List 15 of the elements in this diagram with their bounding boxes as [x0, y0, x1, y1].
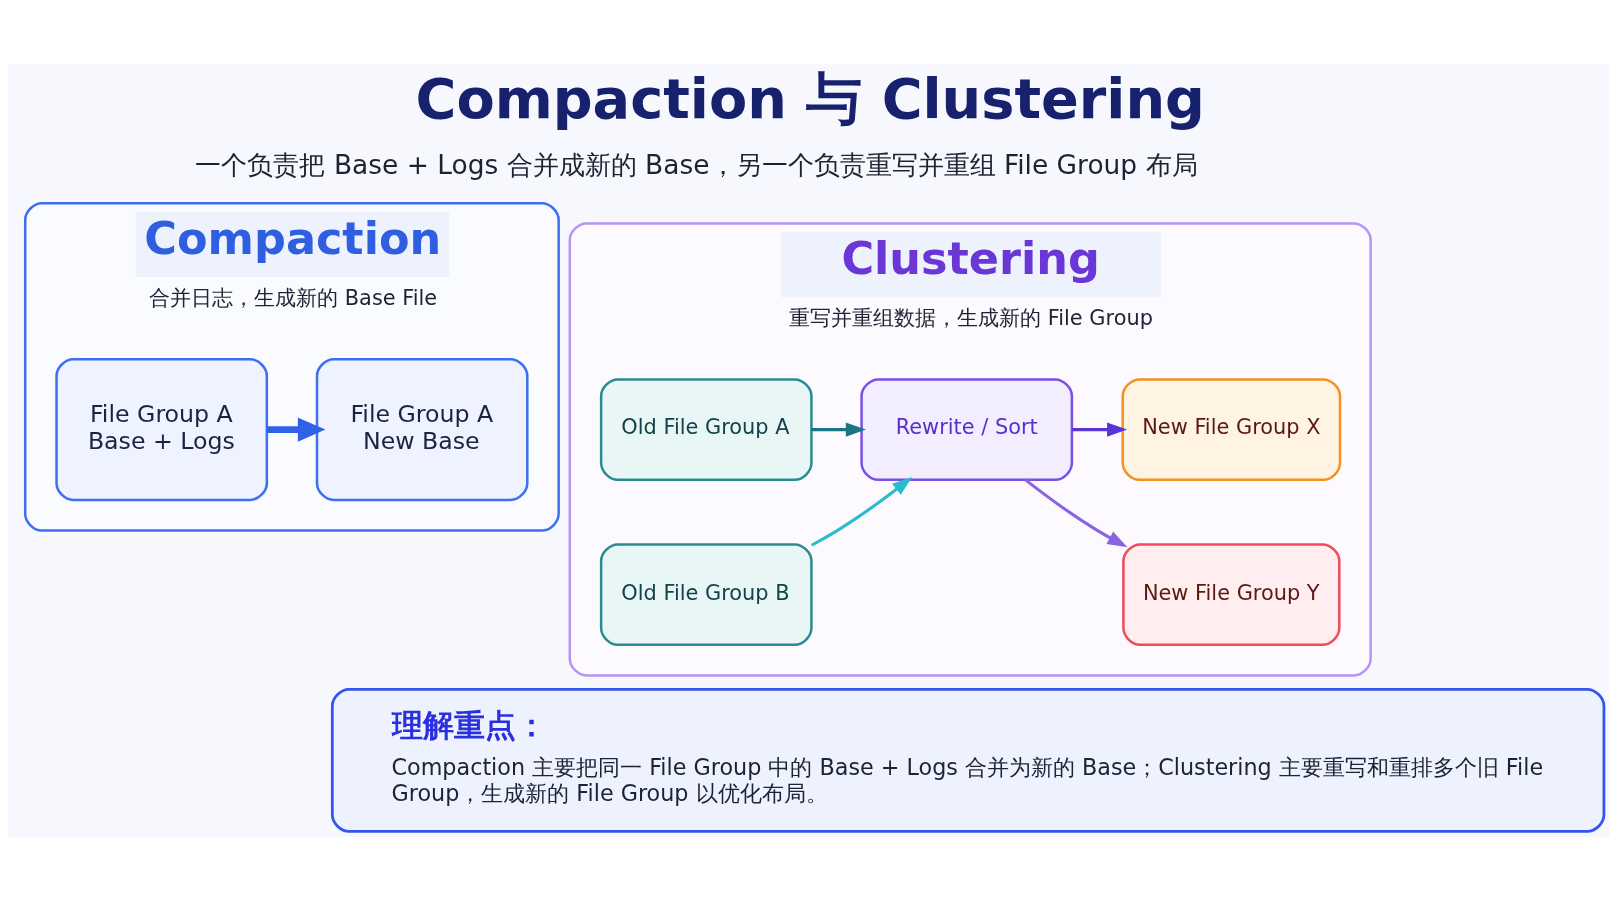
label: 一个负责把 Base + Logs 合并成新的 Base，另一个负责重写并重组 File Group 布局: [195, 148, 1198, 180]
node-box: Old File Group A: [599, 378, 813, 481]
node-box: File Group A Base + Logs: [55, 358, 269, 502]
diagram-title: Compaction 与 Clustering: [415, 66, 1205, 132]
node-box: New File Group Y: [1122, 543, 1341, 647]
node-box: New File Group X: [1121, 378, 1342, 481]
arrow: [811, 422, 866, 437]
node-box: Rewrite / Sort: [860, 378, 1074, 481]
arrow: [1072, 422, 1128, 437]
arrow: [267, 417, 326, 442]
node-box: 理解重点： Compaction 主要把同一 File Group 中的 Base + Logs 合并为新的 Base；Clustering 主要重写和重排多个旧 File Group，生成新的 File Group 以优化布局。: [330, 687, 1606, 833]
node-box: File Group A New Base: [315, 358, 529, 502]
arrow: [1024, 478, 1128, 548]
arrow: [810, 476, 913, 547]
node-box: Old File Group B: [599, 543, 813, 647]
